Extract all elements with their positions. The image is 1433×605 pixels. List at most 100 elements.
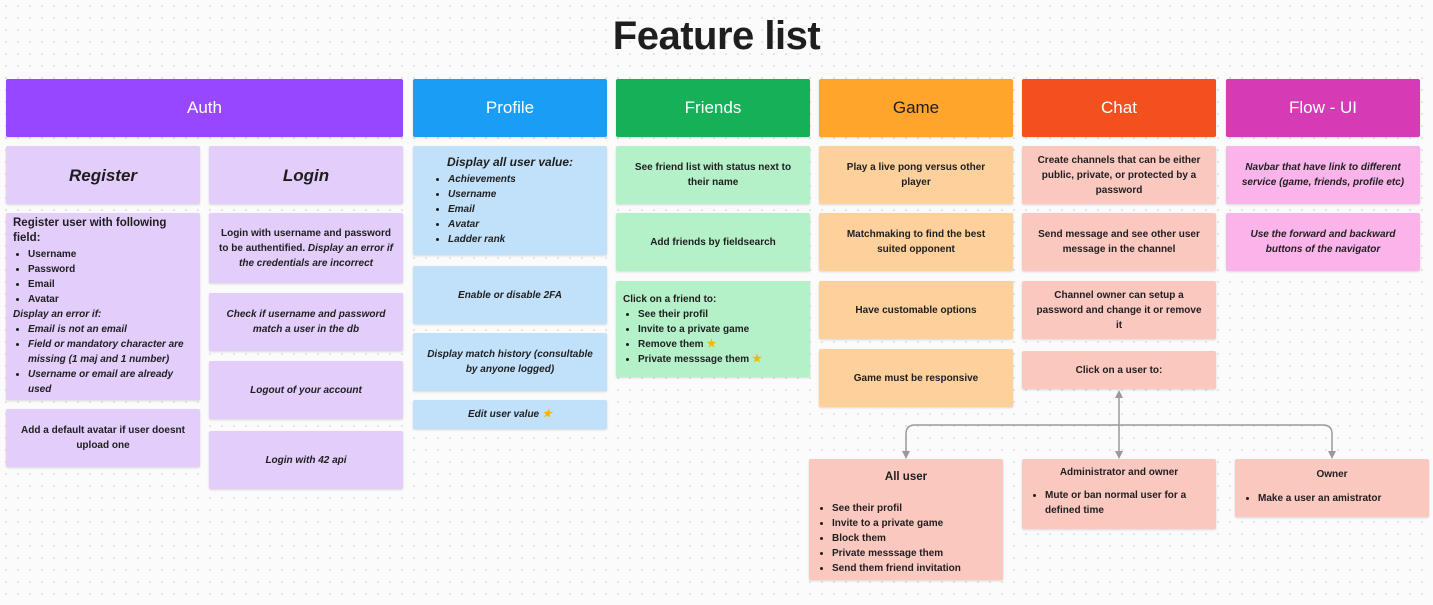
twofa-text: Enable or disable 2FA	[458, 289, 562, 301]
header-game: Game	[819, 79, 1013, 137]
register-errors-title: Display an error if:	[13, 309, 102, 320]
logout-text: Logout of your account	[250, 384, 362, 396]
responsive-text: Game must be responsive	[853, 372, 979, 384]
channels-note: Create channels that can be either publi…	[1022, 146, 1216, 204]
click-user-text: Click on a user to:	[1075, 364, 1163, 376]
list-item: See their profil	[638, 307, 762, 322]
list-item: Avatar	[28, 292, 76, 307]
add-friends-note: Add friends by fieldsearch	[616, 213, 810, 271]
login-desc-normal: Login with username and password to be a…	[219, 227, 392, 254]
arrow-head-icon	[1115, 451, 1123, 459]
star-icon: ★	[542, 408, 552, 420]
register-fields-title: Register user with following field:	[13, 217, 167, 244]
default-avatar-text: Add a default avatar if user doesnt uplo…	[21, 425, 185, 451]
owner-password-note: Channel owner can setup a password and c…	[1022, 281, 1216, 339]
edit-value-text: Edit user value	[467, 409, 540, 420]
login-title: Login	[282, 165, 330, 185]
star-icon: ★	[752, 352, 763, 365]
options-note: Have customable options	[819, 281, 1013, 339]
list-item: Email	[448, 202, 516, 217]
check-login-note: Check if username and password match a u…	[209, 293, 403, 351]
friend-actions-title: Click on a friend to:	[623, 293, 717, 305]
register-fields-note: Register user with following field: User…	[6, 213, 200, 400]
login-title-note: Login	[209, 146, 403, 204]
list-item: Private messsage them★	[638, 352, 762, 367]
star-icon: ★	[706, 337, 717, 350]
register-errors-list: Email is not an email Field or mandatory…	[13, 322, 193, 397]
list-item: Password	[28, 262, 76, 277]
live-pong-text: Play a live pong versus other player	[846, 162, 986, 188]
list-item: Remove them★	[638, 337, 762, 352]
list-item: Private messsage them	[832, 546, 961, 561]
friend-list-text: See friend list with status next to thei…	[634, 162, 792, 188]
login-desc-italic: Display an error if the credentials are …	[239, 242, 393, 269]
arrow-head-icon	[902, 451, 910, 459]
list-item: Username	[28, 247, 76, 262]
display-values-note: Display all user value: Achievements Use…	[413, 146, 607, 255]
arrow-head-icon	[1328, 451, 1336, 459]
login-desc-note: Login with username and password to be a…	[209, 213, 403, 283]
list-item: Invite to a private game	[832, 516, 961, 531]
list-item: Email	[28, 277, 76, 292]
login-api-text: Login with 42 api	[265, 454, 347, 466]
live-pong-note: Play a live pong versus other player	[819, 146, 1013, 204]
friend-actions-list: See their profil Invite to a private gam…	[623, 307, 762, 367]
friend-actions-note: Click on a friend to: See their profil I…	[616, 281, 810, 377]
list-item: Invite to a private game	[638, 322, 762, 337]
admin-note: Administrator and owner Mute or ban norm…	[1022, 459, 1216, 529]
list-item: Block them	[832, 531, 961, 546]
check-login-text: Check if username and password match a u…	[226, 309, 386, 335]
navigator-note: Use the forward and backward buttons of …	[1226, 213, 1420, 271]
friend-list-note: See friend list with status next to thei…	[616, 146, 810, 204]
admin-title: Administrator and owner	[1059, 467, 1179, 478]
list-item: Send them friend invitation	[832, 561, 961, 576]
connector-line	[1119, 424, 1333, 452]
header-auth: Auth	[6, 79, 403, 137]
list-item: Username or email are already used	[28, 367, 193, 397]
match-history-note: Display match history (consultable by an…	[413, 333, 607, 391]
navbar-text: Navbar that have link to different servi…	[1241, 162, 1405, 188]
navbar-note: Navbar that have link to different servi…	[1226, 146, 1420, 204]
display-values-list: Achievements Username Email Avatar Ladde…	[433, 172, 516, 247]
login-desc: Login with username and password to be a…	[217, 226, 395, 271]
list-item: Username	[448, 187, 516, 202]
list-item: Email is not an email	[28, 322, 193, 337]
owner-password-text: Channel owner can setup a password and c…	[1036, 289, 1202, 331]
register-title: Register	[68, 165, 138, 185]
owner-note: Owner Make a user an amistrator	[1235, 459, 1429, 517]
connector-line	[905, 424, 1119, 452]
navigator-text: Use the forward and backward buttons of …	[1250, 229, 1396, 255]
list-item: Make a user an amistrator	[1258, 491, 1381, 506]
send-message-note: Send message and see other user message …	[1022, 213, 1216, 271]
list-item: Field or mandatory character are missing…	[28, 337, 193, 367]
list-item: Avatar	[448, 217, 516, 232]
page-title: Feature list	[612, 14, 821, 58]
options-text: Have customable options	[855, 304, 977, 316]
owner-title: Owner	[1316, 469, 1348, 480]
register-fields-list: Username Password Email Avatar	[13, 247, 76, 307]
click-user-note: Click on a user to:	[1022, 351, 1216, 389]
header-chat: Chat	[1022, 79, 1216, 137]
header-profile: Profile	[413, 79, 607, 137]
header-flow: Flow - UI	[1226, 79, 1420, 137]
responsive-note: Game must be responsive	[819, 349, 1013, 407]
login-api-note: Login with 42 api	[209, 431, 403, 489]
match-history-text: Display match history (consultable by an…	[427, 349, 593, 375]
owner-list: Make a user an amistrator	[1243, 491, 1381, 506]
twofa-note: Enable or disable 2FA	[413, 266, 607, 324]
matchmaking-note: Matchmaking to find the best suited oppo…	[819, 213, 1013, 271]
arrow-head-icon	[1115, 390, 1123, 398]
list-item: See their profil	[832, 501, 961, 516]
admin-list: Mute or ban normal user for a defined ti…	[1030, 488, 1208, 518]
all-user-title: All user	[884, 471, 928, 483]
list-item: Achievements	[448, 172, 516, 187]
matchmaking-text: Matchmaking to find the best suited oppo…	[846, 229, 986, 255]
logout-note: Logout of your account	[209, 361, 403, 419]
header-friends: Friends	[616, 79, 810, 137]
send-message-text: Send message and see other user message …	[1038, 229, 1200, 255]
channels-text: Create channels that can be either publi…	[1037, 154, 1201, 196]
all-user-list: See their profil Invite to a private gam…	[817, 501, 961, 576]
list-item: Mute or ban normal user for a defined ti…	[1045, 488, 1208, 518]
all-user-note: All user See their profil Invite to a pr…	[809, 459, 1003, 580]
default-avatar-note: Add a default avatar if user doesnt uplo…	[6, 409, 200, 467]
